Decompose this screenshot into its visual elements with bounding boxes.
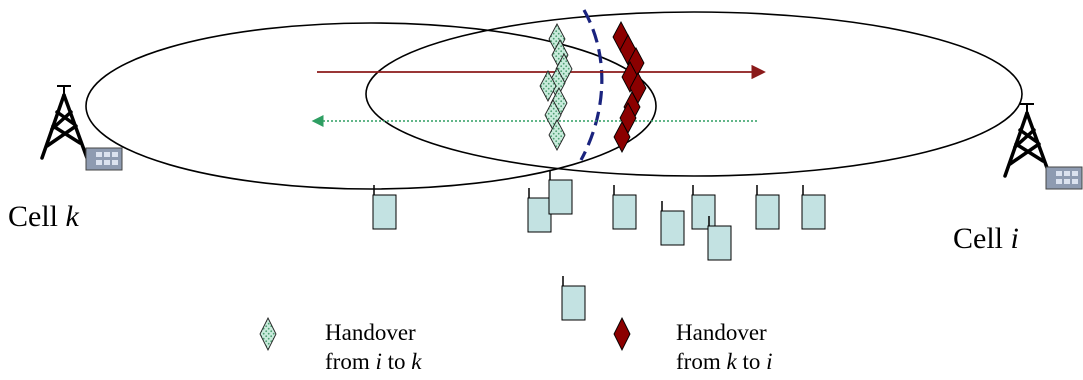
- legend-icon-handover-k-to-i: [613, 316, 631, 352]
- legend-text-handover-k-to-i: Handover from k to i: [676, 320, 773, 374]
- cell-i-label: Cell i: [953, 222, 1019, 255]
- base-station-unit-icon-cell-i: [1045, 166, 1083, 190]
- handover-k-to-i-marker: [613, 121, 631, 153]
- legend-icon-handover-i-to-k: [259, 316, 277, 352]
- cell-i-coverage: [365, 11, 1023, 177]
- cell-k-label: Cell k: [8, 200, 79, 233]
- mobile-phone-icon: [548, 170, 573, 215]
- mobile-phone-icon: [707, 216, 732, 261]
- mobile-phone-icon: [372, 185, 397, 230]
- cell-k-coverage: [85, 22, 657, 190]
- tower-icon-cell-i: [1003, 103, 1052, 178]
- handover-boundary-line: [579, 9, 604, 161]
- mobile-users: [372, 170, 826, 321]
- mobile-phone-icon: [691, 185, 716, 230]
- mobile-phone-icon: [801, 185, 826, 230]
- mobile-phone-icon: [612, 185, 637, 230]
- mobile-phone-icon: [660, 201, 685, 246]
- legend-text-handover-i-to-k: Handover from i to k: [325, 320, 422, 374]
- base-station-unit-icon-cell-k: [85, 147, 123, 171]
- mobile-phone-icon: [527, 188, 552, 233]
- handover-i-to-k-marker: [548, 119, 566, 151]
- handover-i-to-k-markers: [539, 23, 573, 151]
- mobile-phone-icon: [755, 185, 780, 230]
- tower-icon-cell-k: [40, 85, 89, 160]
- handover-i-to-k-marker: [539, 70, 557, 102]
- handover-k-to-i-markers: [612, 21, 647, 153]
- mobile-phone-icon: [561, 276, 586, 321]
